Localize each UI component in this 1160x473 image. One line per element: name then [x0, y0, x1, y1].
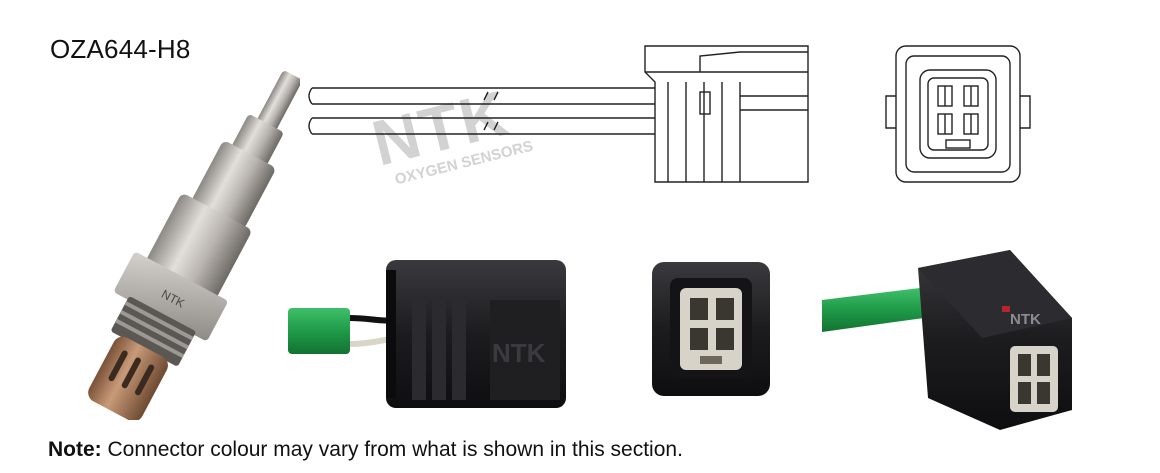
- note-label: Note:: [48, 438, 102, 461]
- note-text: Connector colour may vary from what is s…: [101, 438, 683, 461]
- part-number-title: OZA644-H8: [50, 34, 191, 64]
- connector-face-photo: [652, 262, 770, 396]
- connector-side-ntk-mark: NTK: [492, 338, 546, 368]
- connector-colour-note: Note: Connector colour may vary from wha…: [48, 438, 683, 462]
- connector-side-photo: NTK: [288, 260, 566, 408]
- connector-angled-ntk-mark: NTK: [1010, 311, 1041, 328]
- connector-angled-photo: NTK: [822, 250, 1072, 430]
- oxygen-sensor-image: NTK: [88, 71, 300, 420]
